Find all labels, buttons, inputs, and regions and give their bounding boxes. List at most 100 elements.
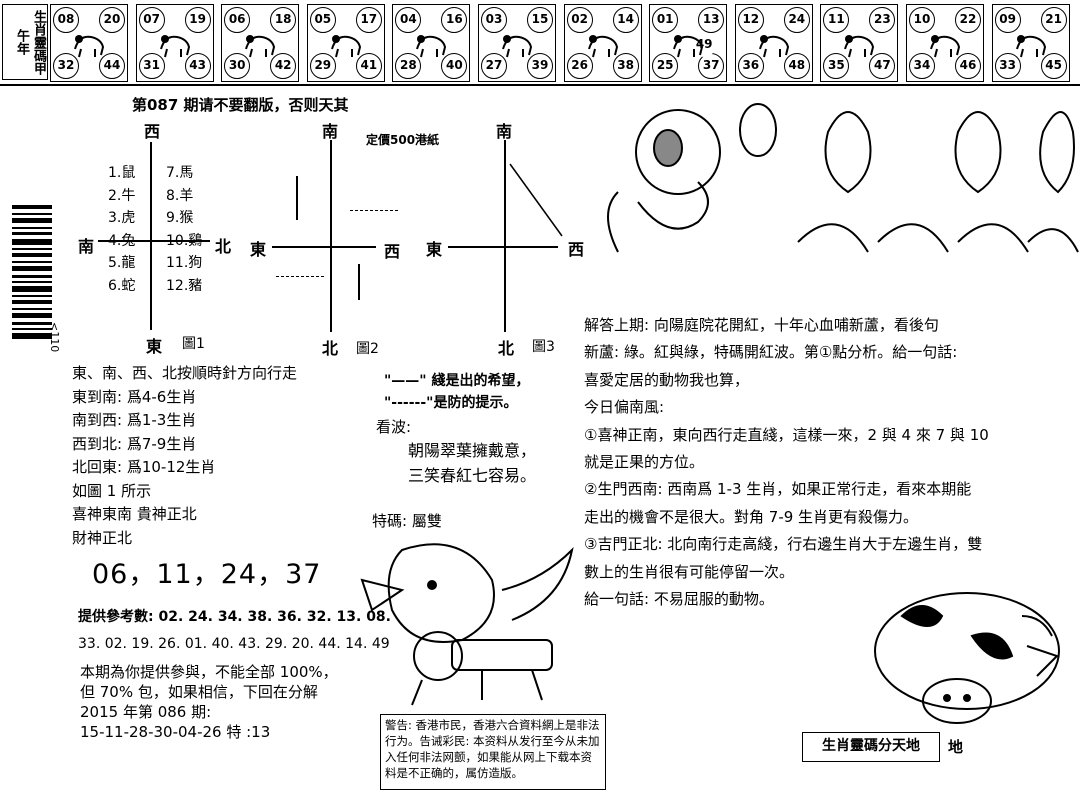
goat-icon [673, 35, 704, 58]
zodiac-number: 06 [224, 7, 251, 33]
disclaimer-line: 但 70% 包，如果相信，下回在分解 [80, 683, 318, 701]
analysis-line: 解答上期: 向陽庭院花開紅，十年心血哺新蘆，看後句 [584, 316, 939, 334]
zodiac-number: 13 [698, 7, 725, 33]
zodiac-list-item: 9.猴 [166, 210, 194, 226]
kanbo-line-1: 朝陽翠葉擁戴意， [408, 441, 537, 460]
rule-line: 如圖 1 所示 [72, 481, 152, 500]
fig1-west: 西 [144, 122, 161, 141]
zodiac-list-item: 3.虎 [108, 210, 136, 226]
dragon-illustration [360, 543, 574, 706]
zodiac-number: 38 [612, 53, 639, 79]
zodiac-number: 02 [566, 7, 593, 33]
disclaimer-line: 15-11-28-30-04-26 特 :13 [80, 723, 271, 741]
zodiac-list-item: 11.狗 [166, 255, 203, 271]
zodiac-number: 39 [527, 53, 553, 79]
zodiac-number: 46 [955, 53, 981, 79]
zodiac-number: 48 [783, 53, 810, 79]
zodiac-list-item: 8.羊 [166, 187, 194, 204]
zodiac-number: 16 [441, 7, 468, 33]
zodiac-number: 26 [566, 53, 593, 79]
zodiac-number: 28 [395, 53, 422, 79]
fig3-south: 南 [496, 122, 513, 141]
zodiac-number: 40 [441, 53, 468, 79]
rule-line: 北回東: 爲10-12生肖 [72, 458, 216, 476]
barcode-label: <110 [48, 322, 61, 353]
zodiac-cell: 04 16 28 40 [392, 4, 471, 82]
analysis-line: 給一句話: 不易屈服的動物。 [584, 590, 774, 609]
zodiac-number: 14 [612, 7, 639, 33]
fig2-north: 北 [322, 339, 339, 358]
zodiac-cell: 02 14 26 38 [563, 4, 642, 82]
disclaimer-line: 本期為你提供參與，不能全部 100%， [80, 663, 338, 681]
kanbo-poem: 朝陽翠葉擁戴意， 三笑春紅七容易。 [408, 438, 536, 488]
zodiac-number: 04 [395, 7, 422, 33]
monkey-icon [758, 35, 789, 58]
rule-line: 西到北: 爲7-9生肖 [72, 434, 197, 453]
fig3-west: 西 [568, 240, 585, 259]
zodiac-number: 25 [652, 53, 679, 79]
fig3-east: 東 [426, 240, 443, 259]
fig2-west: 西 [384, 242, 401, 261]
rule-line: 南到西: 爲1-3生肖 [72, 411, 197, 429]
fig3-north: 北 [498, 339, 515, 358]
analysis-text: 解答上期: 向陽庭院花開紅，十年心血哺新蘆，看後句新蘆: 綠。紅與綠，特碼開紅波… [584, 312, 1078, 613]
zodiac-number: 24 [783, 7, 810, 33]
zodiac-number: 21 [1040, 7, 1067, 33]
zodiac-number: 05 [309, 7, 336, 33]
zodiac-number: 34 [909, 53, 935, 79]
tema-text: 特碼: 屬雙 [372, 512, 442, 530]
zodiac-list-item: 12.豬 [166, 277, 203, 294]
zodiac-number: 17 [355, 7, 382, 33]
legend-solid: "——" 綫是出的希望， [384, 373, 530, 389]
zodiac-number: 19 [184, 7, 211, 33]
zodiac-number: 32 [53, 53, 79, 79]
ref-numbers-2: 33. 02. 19. 26. 01. 40. 43. 29. 20. 44. … [78, 636, 390, 652]
zodiac-number: 12 [737, 7, 764, 33]
analysis-line: ①喜神正南，東向西行走直綫，這樣一來，2 與 4 來 7 與 10 [584, 425, 989, 444]
analysis-line: 新蘆: 綠。紅與綠，特碼開紅波。第①點分析。給一句話: [584, 343, 958, 362]
zodiac-number: 35 [823, 53, 850, 79]
analysis-line: 就是正果的方位。 [584, 453, 705, 472]
zodiac-number: 45 [1040, 53, 1067, 79]
side-title: 生肖靈碼甲午年 [2, 4, 48, 80]
cow-illustration [874, 592, 1060, 724]
barcode-icon [12, 205, 52, 339]
zodiac-number: 27 [481, 53, 507, 79]
zodiac-list-item: 7.馬 [166, 165, 194, 181]
zodiac-list-item: 1.鼠 [108, 165, 136, 181]
zodiac-number: 22 [955, 7, 981, 33]
zodiac-list-item: 6.蛇 [108, 277, 136, 294]
zodiac-number: 15 [527, 7, 553, 33]
dragon-icon [416, 35, 447, 58]
fig3-caption: 圖3 [532, 339, 555, 355]
price-text: 定價500港紙 [366, 133, 440, 147]
warning-box: 警告: 香港市民，香港六合資料網上是非法行为。告诫彩民: 本资料从发行至今从未加… [380, 714, 606, 790]
fig2-south: 南 [322, 122, 339, 141]
rule-line: 東、南、西、北按順時針方向行走 [72, 364, 298, 382]
ox-icon [159, 35, 190, 58]
notice-text: 第087 期请不要翻版，否则天其 [132, 96, 349, 114]
zodiac-number: 43 [184, 53, 211, 79]
rule-line: 財神正北 [72, 528, 133, 547]
analysis-line: ③吉門正北: 北向南行走高綫，行右邊生肖大于左邊生肖，雙 [584, 535, 983, 554]
tiger-icon [245, 35, 276, 58]
zodiac-list-item: 4.兔 [108, 232, 136, 249]
kanbo-line-2: 三笑春紅七容易。 [408, 466, 537, 485]
main-numbers: 06，11，24，37 [92, 559, 322, 590]
zodiac-list-item: 10.鷄 [166, 232, 203, 249]
fig1-north: 北 [215, 237, 232, 256]
zodiac-number: 37 [698, 53, 725, 79]
horse-icon [587, 35, 618, 58]
zodiac-number: 11 [823, 7, 850, 33]
zodiac-number: 01 [652, 7, 679, 33]
zodiac-number: 33 [994, 53, 1021, 79]
legend-dashed: "------"是防的提示。 [384, 395, 518, 411]
zodiac-number: 23 [869, 7, 896, 33]
ref-numbers-1: 提供參考數: 02. 24. 34. 38. 36. 32. 13. 08. [78, 609, 391, 625]
analysis-line: 數上的生肖很有可能停留一次。 [584, 562, 795, 581]
